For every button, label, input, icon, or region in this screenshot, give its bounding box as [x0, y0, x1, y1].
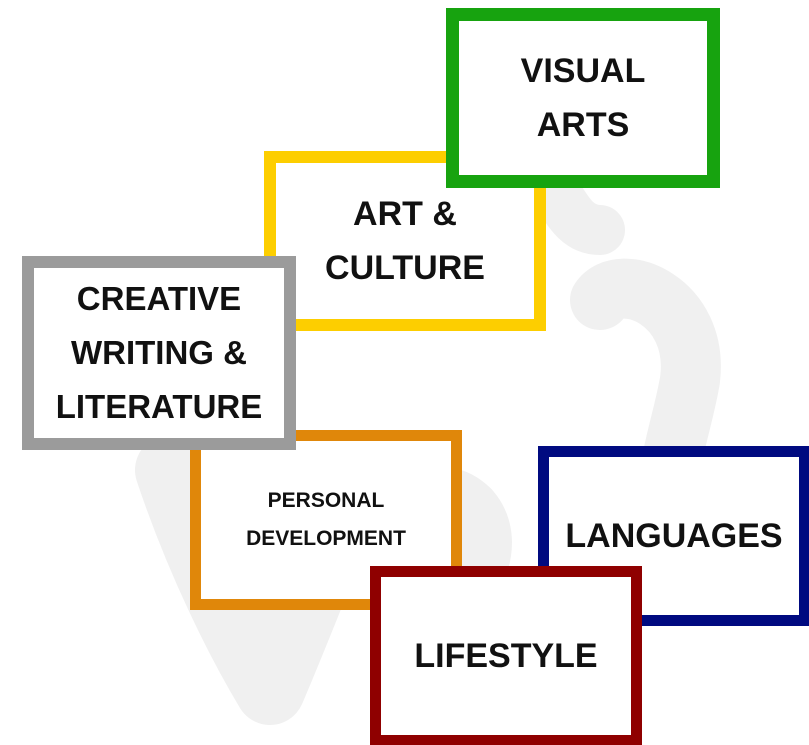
visual-arts-box[interactable]: VISUAL ARTS: [446, 8, 720, 188]
art-culture-label: ART & CULTURE: [325, 195, 485, 287]
creative-writing-literature-box[interactable]: CREATIVE WRITING & LITERATURE: [22, 256, 296, 450]
creative-writing-literature-label: CREATIVE WRITING & LITERATURE: [55, 280, 263, 425]
lifestyle-box[interactable]: LIFESTYLE: [370, 566, 642, 745]
languages-label: LANGUAGES: [565, 517, 783, 555]
personal-development-box[interactable]: PERSONAL DEVELOPMENT: [190, 430, 462, 610]
lifestyle-label: LIFESTYLE: [414, 637, 598, 675]
visual-arts-label: VISUAL ARTS: [520, 52, 646, 144]
personal-development-label: PERSONAL DEVELOPMENT: [246, 489, 406, 550]
